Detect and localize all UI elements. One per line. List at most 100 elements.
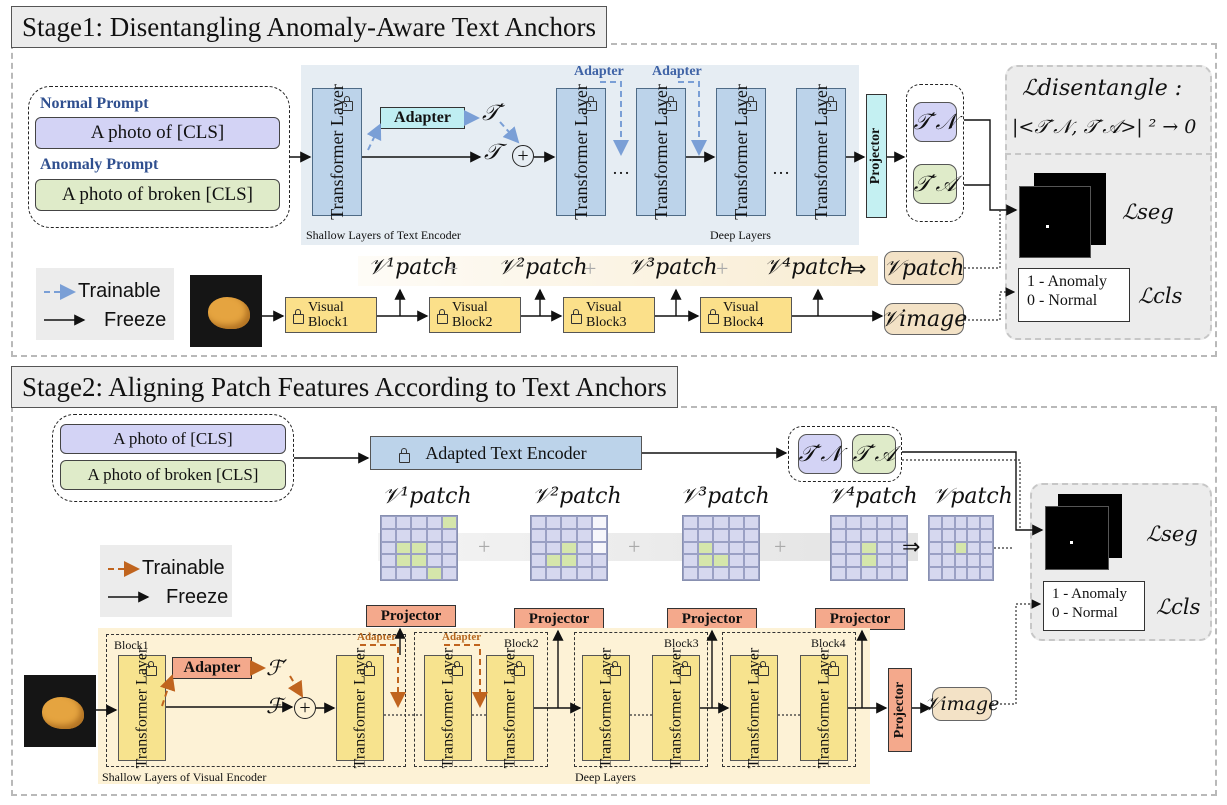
s2-patch-grid-2 xyxy=(530,515,608,581)
s2-transformer-layer-1: Transformer Layer xyxy=(118,648,166,768)
s1-legend-trainable: Trainable xyxy=(78,280,161,302)
s1-plus-3: + xyxy=(716,256,729,281)
s2-block1-label: Block1 xyxy=(114,638,149,652)
s1-visual-block-1: Visual Block1 xyxy=(285,297,377,333)
t-prime-label: 𝒯′ xyxy=(482,101,504,126)
stage1-title: Stage1: Disentangling Anomaly-Aware Text… xyxy=(11,6,608,48)
stage1-prompt-group xyxy=(28,86,290,228)
s2-anchor-group xyxy=(788,426,902,482)
s2-add-symbol: + xyxy=(294,697,316,719)
s1-cls-anomaly: 1 - Anomaly xyxy=(1027,273,1107,290)
s2-patch-band xyxy=(378,533,918,561)
s2-patch-grid-1 xyxy=(380,515,458,581)
s2-block4-label: Block4 xyxy=(811,636,846,650)
s1-disentangle-formula: |<𝒯′𝒩, 𝒯′𝒜>| ² → 0 xyxy=(1012,116,1197,138)
anomaly-prompt-label: Anomaly Prompt xyxy=(40,156,159,173)
s1-projector: Projector xyxy=(866,94,887,218)
s1-dots-1: … xyxy=(612,158,630,178)
s2-input-image xyxy=(24,675,96,747)
stage2-prompt-group xyxy=(52,414,294,502)
s2-anchor-normal: 𝒯′𝒩 xyxy=(798,434,842,474)
s1-transformer-layer-2: Transformer Layer xyxy=(556,84,606,220)
s2-shallow-label: Shallow Layers of Visual Encoder xyxy=(102,770,267,784)
s1-v-image: 𝒱image xyxy=(881,303,967,335)
s1-visual-block-3: Visual Block3 xyxy=(563,297,655,333)
s1-plus-1: + xyxy=(446,256,459,281)
s1-plus-2: + xyxy=(584,256,597,281)
s2-adapter-tag-2: Adapter xyxy=(442,631,482,643)
s1-v1patch: 𝒱¹patch xyxy=(368,255,458,280)
s2-transformer-layer-4: Transformer Layer xyxy=(486,648,534,768)
s2-cls-anomaly: 1 - Anomaly xyxy=(1052,586,1127,602)
s1-input-image xyxy=(190,275,262,347)
s1-adapter-tag-1: Adapter xyxy=(574,64,624,79)
s1-transformer-layer-4: Transformer Layer xyxy=(716,84,766,220)
s2-block2-frame xyxy=(414,632,548,767)
s2-loss-seg: ℒseg xyxy=(1146,522,1198,546)
s1-seg-mask-front xyxy=(1019,186,1091,258)
s2-seg-mask-front xyxy=(1045,506,1109,570)
s2-transformer-layer-8: Transformer Layer xyxy=(800,648,848,768)
s2-deep-label: Deep Layers xyxy=(575,770,636,784)
s1-transformer-layer-5: Transformer Layer xyxy=(796,84,846,220)
s2-plus-3: + xyxy=(774,534,787,559)
s2-block3-label: Block3 xyxy=(664,636,699,650)
anomaly-prompt-box: A photo of broken [CLS] xyxy=(35,179,280,211)
s1-adapter-tag-2: Adapter xyxy=(652,64,702,79)
s2-block3-frame xyxy=(574,632,708,767)
s1-visual-block-2: Visual Block2 xyxy=(429,297,521,333)
normal-prompt-box: A photo of [CLS] xyxy=(35,117,280,149)
s2-legend xyxy=(100,545,232,617)
s1-loss-divider xyxy=(1005,153,1212,155)
s2-legend-freeze: Freeze xyxy=(166,586,229,608)
s2-v1patch-label: 𝒱¹patch xyxy=(382,484,472,509)
s1-adapter: Adapter xyxy=(380,107,465,129)
s1-anchor-group xyxy=(906,84,964,222)
s1-legend xyxy=(36,268,174,340)
s2-transformer-layer-3: Transformer Layer xyxy=(424,648,472,768)
s1-transformer-layer-3: Transformer Layer xyxy=(636,84,686,220)
s1-loss-cls: ℒcls xyxy=(1138,284,1183,308)
s1-legend-freeze: Freeze xyxy=(104,309,167,331)
f-prime-label: ℱ′ xyxy=(266,656,288,680)
s2-plus-2: + xyxy=(628,534,641,559)
s1-cls-box: 1 - Anomaly 0 - Normal xyxy=(1018,268,1130,322)
s1-v2patch: 𝒱²patch xyxy=(498,255,588,280)
s2-projector-4: Projector xyxy=(815,608,905,630)
s2-adapter-tag-1: Adapter xyxy=(357,631,397,643)
s2-patch-grid-final xyxy=(928,515,994,581)
s2-plus-1: + xyxy=(478,534,491,559)
s1-sum-band xyxy=(358,256,878,286)
deep-text-label: Deep Layers xyxy=(710,228,771,242)
f-label: ℱ xyxy=(266,694,283,718)
s2-projector-3: Projector xyxy=(667,608,757,630)
s2-transformer-layer-6: Transformer Layer xyxy=(652,648,700,768)
s2-projector-final: Projector xyxy=(888,668,912,752)
s1-anchor-normal: 𝒯′𝒩 xyxy=(913,102,957,142)
s1-dots-2: … xyxy=(772,158,790,178)
s2-block2-label: Block2 xyxy=(504,636,539,650)
s1-v3patch: 𝒱³patch xyxy=(628,255,718,280)
s2-implies: ⇒ xyxy=(902,534,921,559)
s2-transformer-layer-5: Transformer Layer xyxy=(582,648,630,768)
s2-anchor-anomaly: 𝒯′𝒜 xyxy=(852,434,896,474)
stage2-title: Stage2: Aligning Patch Features Accordin… xyxy=(11,366,678,408)
s1-loss-disentangle: ℒdisentangle : xyxy=(1022,76,1183,101)
s1-visual-block-4: Visual Block4 xyxy=(700,297,792,333)
s1-add-symbol: + xyxy=(512,145,534,167)
s2-v2patch-label: 𝒱²patch xyxy=(532,484,622,509)
s1-transformer-layer-1: Transformer Layer xyxy=(312,84,362,220)
s1-cls-normal: 0 - Normal xyxy=(1027,292,1098,309)
s2-projector-2: Projector xyxy=(514,608,604,630)
s2-v-image: 𝒱image xyxy=(925,687,999,721)
s1-implies: ⇒ xyxy=(848,256,867,281)
s2-patch-grid-4 xyxy=(830,515,908,581)
s2-prompt-normal: A photo of [CLS] xyxy=(60,424,286,454)
s2-v4patch-label: 𝒱⁴patch xyxy=(828,484,918,509)
stage1-frame xyxy=(11,43,1217,357)
s2-transformer-layer-7: Transformer Layer xyxy=(730,648,778,768)
s2-vpatch-label: 𝒱patch xyxy=(932,484,1013,509)
normal-prompt-label: Normal Prompt xyxy=(40,95,149,112)
s2-adapted-text-encoder: Adapted Text Encoder xyxy=(370,436,642,470)
s1-loss-seg: ℒseg xyxy=(1122,200,1174,224)
